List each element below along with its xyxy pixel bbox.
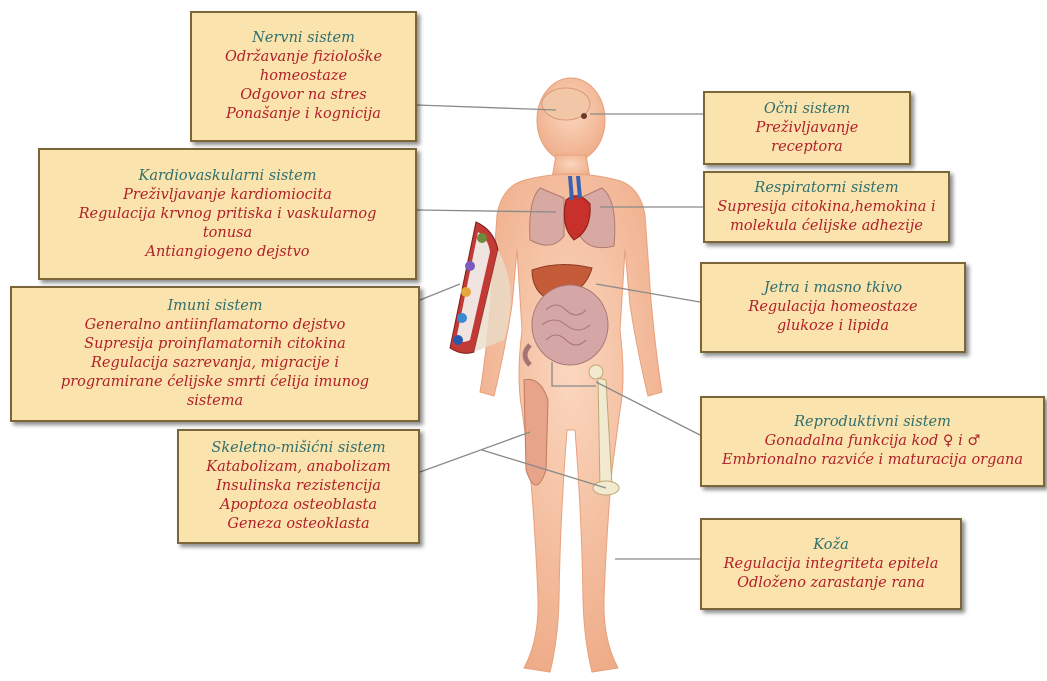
box-title: Imuni sistem bbox=[18, 297, 412, 316]
box-line: Ponašanje i kognicija bbox=[198, 105, 409, 124]
box-line: glukoze i lipida bbox=[708, 317, 958, 336]
box-line: Supresija proinflamatornih citokina bbox=[18, 335, 412, 354]
box-title: Respiratorni sistem bbox=[711, 179, 942, 198]
box-line: Apoptoza osteoblasta bbox=[185, 496, 412, 515]
box-line: Supresija citokina,hemokina i bbox=[711, 198, 942, 217]
box-title: Skeletno-mišićni sistem bbox=[185, 439, 412, 458]
box-line: Regulacija homeostaze bbox=[708, 298, 958, 317]
box-title: Koža bbox=[708, 536, 954, 555]
box-line: Održavanje fiziološke bbox=[198, 48, 409, 67]
box-line: homeostaze bbox=[198, 67, 409, 86]
box-line: Antiangiogeno dejstvo bbox=[46, 243, 409, 262]
box-line: Embrionalno razviće i maturacija organa bbox=[708, 451, 1037, 470]
box-line: Preživljavanje kardiomiocita bbox=[46, 186, 409, 205]
box-line: receptora bbox=[711, 138, 903, 157]
box-line: tonusa bbox=[46, 224, 409, 243]
box-line: Regulacija sazrevanja, migracije i bbox=[18, 354, 412, 373]
eye-icon bbox=[581, 113, 587, 119]
box-line: Regulacija integriteta epitela bbox=[708, 555, 954, 574]
left-lung-icon bbox=[530, 188, 564, 245]
box-title: Reproduktivni sistem bbox=[708, 413, 1037, 432]
body-silhouette bbox=[480, 78, 662, 672]
box-line: Odgovor na stres bbox=[198, 86, 409, 105]
box-line: Generalno antiinflamatorno dejstvo bbox=[18, 316, 412, 335]
box-line: Insulinska rezistencija bbox=[185, 477, 412, 496]
box-line: Regulacija krvnog pritiska i vaskularnog bbox=[46, 205, 409, 224]
box-line: programirane ćelijske smrti ćelija imuno… bbox=[18, 373, 412, 392]
box-title: Kardiovaskularni sistem bbox=[46, 167, 409, 186]
box-line: Preživljavanje bbox=[711, 119, 903, 138]
box-title: Očni sistem bbox=[711, 100, 903, 119]
box-line: molekula ćelijske adhezije bbox=[711, 217, 942, 236]
box-title: Nervni sistem bbox=[198, 29, 409, 48]
box-line: sistema bbox=[18, 392, 412, 411]
box-line: Odloženo zarastanje rana bbox=[708, 574, 954, 593]
box-line: Katabolizam, anabolizam bbox=[185, 458, 412, 477]
box-line: Geneza osteoklasta bbox=[185, 515, 412, 534]
box-title: Jetra i masno tkivo bbox=[708, 279, 958, 298]
box-line: Gonadalna funkcija kod ♀ i ♂ bbox=[708, 432, 1037, 451]
